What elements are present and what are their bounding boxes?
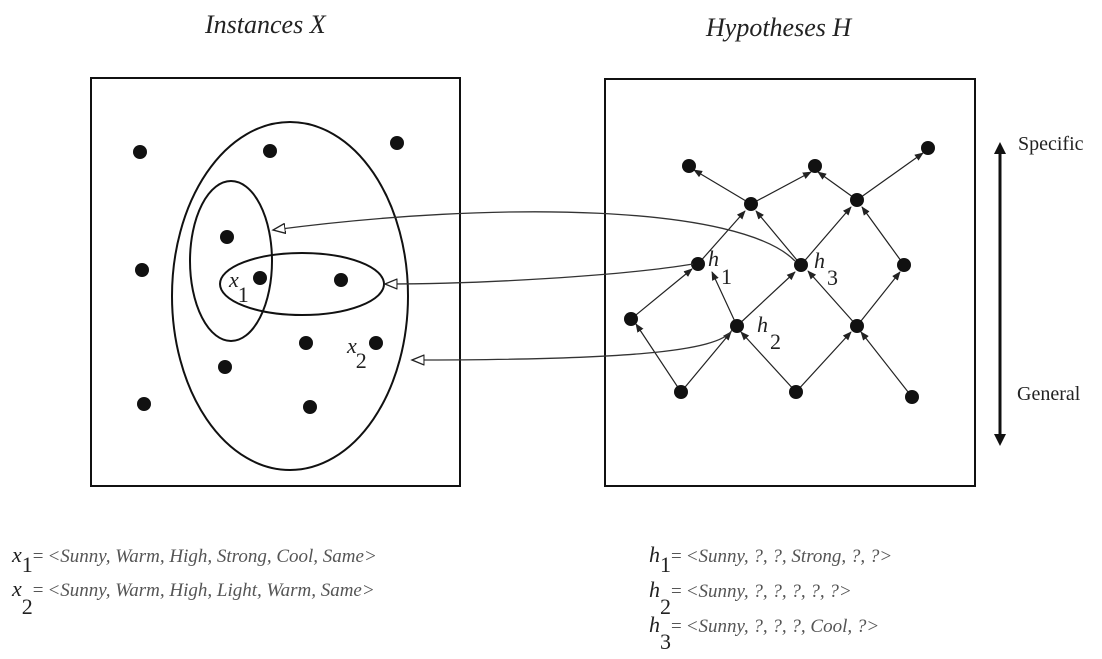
axis-label-general: General [1017, 383, 1081, 405]
h1-to-set-arrow [385, 263, 694, 284]
hypothesis-set-h2 [171, 121, 409, 471]
h1-label: h1 [708, 246, 732, 289]
h3-label: h3 [814, 248, 838, 290]
axis-label-specific: Specific [1018, 133, 1084, 155]
instance-point [135, 263, 149, 277]
instances-panel: x1 x2 [90, 77, 461, 487]
hypothesis-point-h2 [730, 319, 744, 333]
hypothesis-definition-h1: h1=<Sunny, ?, ?, Strong, ?, ?> [649, 542, 892, 577]
hypothesis-set-h3 [189, 180, 273, 342]
instance-points [133, 136, 404, 414]
hypotheses-title: Hypotheses H [705, 13, 852, 42]
hypothesis-point [674, 385, 688, 399]
hypothesis-definition-h3: h3=<Sunny, ?, ?, ?, Cool, ?> [649, 612, 879, 654]
hypothesis-point [682, 159, 696, 173]
generality-axis: Specific General [994, 133, 1084, 446]
h3-to-set-arrow [273, 211, 796, 262]
hypothesis-point [897, 258, 911, 272]
instance-definition-x2: x2=<Sunny, Warm, High, Light, Warm, Same… [11, 576, 375, 619]
instance-point [303, 400, 317, 414]
hypothesis-point [744, 197, 758, 211]
generality-ordering-arrows [630, 152, 924, 398]
instance-point [220, 230, 234, 244]
instance-point [299, 336, 313, 350]
instance-point [334, 273, 348, 287]
hypothesis-definition-h2: h2=<Sunny, ?, ?, ?, ?, ?> [649, 577, 852, 619]
instance-point [137, 397, 151, 411]
instance-point-x2 [369, 336, 383, 350]
instance-definition-x1: x1=<Sunny, Warm, High, Strong, Cool, Sam… [11, 542, 377, 577]
x2-label: x2 [346, 333, 367, 373]
hypothesis-point [808, 159, 822, 173]
hypothesis-point [905, 390, 919, 404]
hypothesis-point [624, 312, 638, 326]
mapping-arrows [273, 211, 796, 360]
instance-point [218, 360, 232, 374]
instance-point-x1 [253, 271, 267, 285]
hypothesis-definitions: h1=<Sunny, ?, ?, Strong, ?, ?> h2=<Sunny… [649, 542, 892, 654]
instance-point [263, 144, 277, 158]
hypothesis-points [624, 141, 935, 404]
hypothesis-point [850, 193, 864, 207]
h2-label: h2 [757, 312, 781, 354]
instances-title: Instances X [204, 10, 327, 39]
hypothesis-point [850, 319, 864, 333]
hypothesis-point-h3 [794, 258, 808, 272]
hypotheses-frame [604, 78, 976, 487]
hypothesis-point-h1 [691, 257, 705, 271]
hypotheses-panel: h1 h3 h2 [604, 78, 976, 487]
instance-point [390, 136, 404, 150]
instance-definitions: x1=<Sunny, Warm, High, Strong, Cool, Sam… [11, 542, 377, 619]
h2-to-set-arrow [412, 329, 733, 360]
instance-point [133, 145, 147, 159]
instances-frame [90, 77, 461, 487]
hypothesis-point [789, 385, 803, 399]
x1-label: x1 [228, 267, 249, 307]
hypothesis-point [921, 141, 935, 155]
